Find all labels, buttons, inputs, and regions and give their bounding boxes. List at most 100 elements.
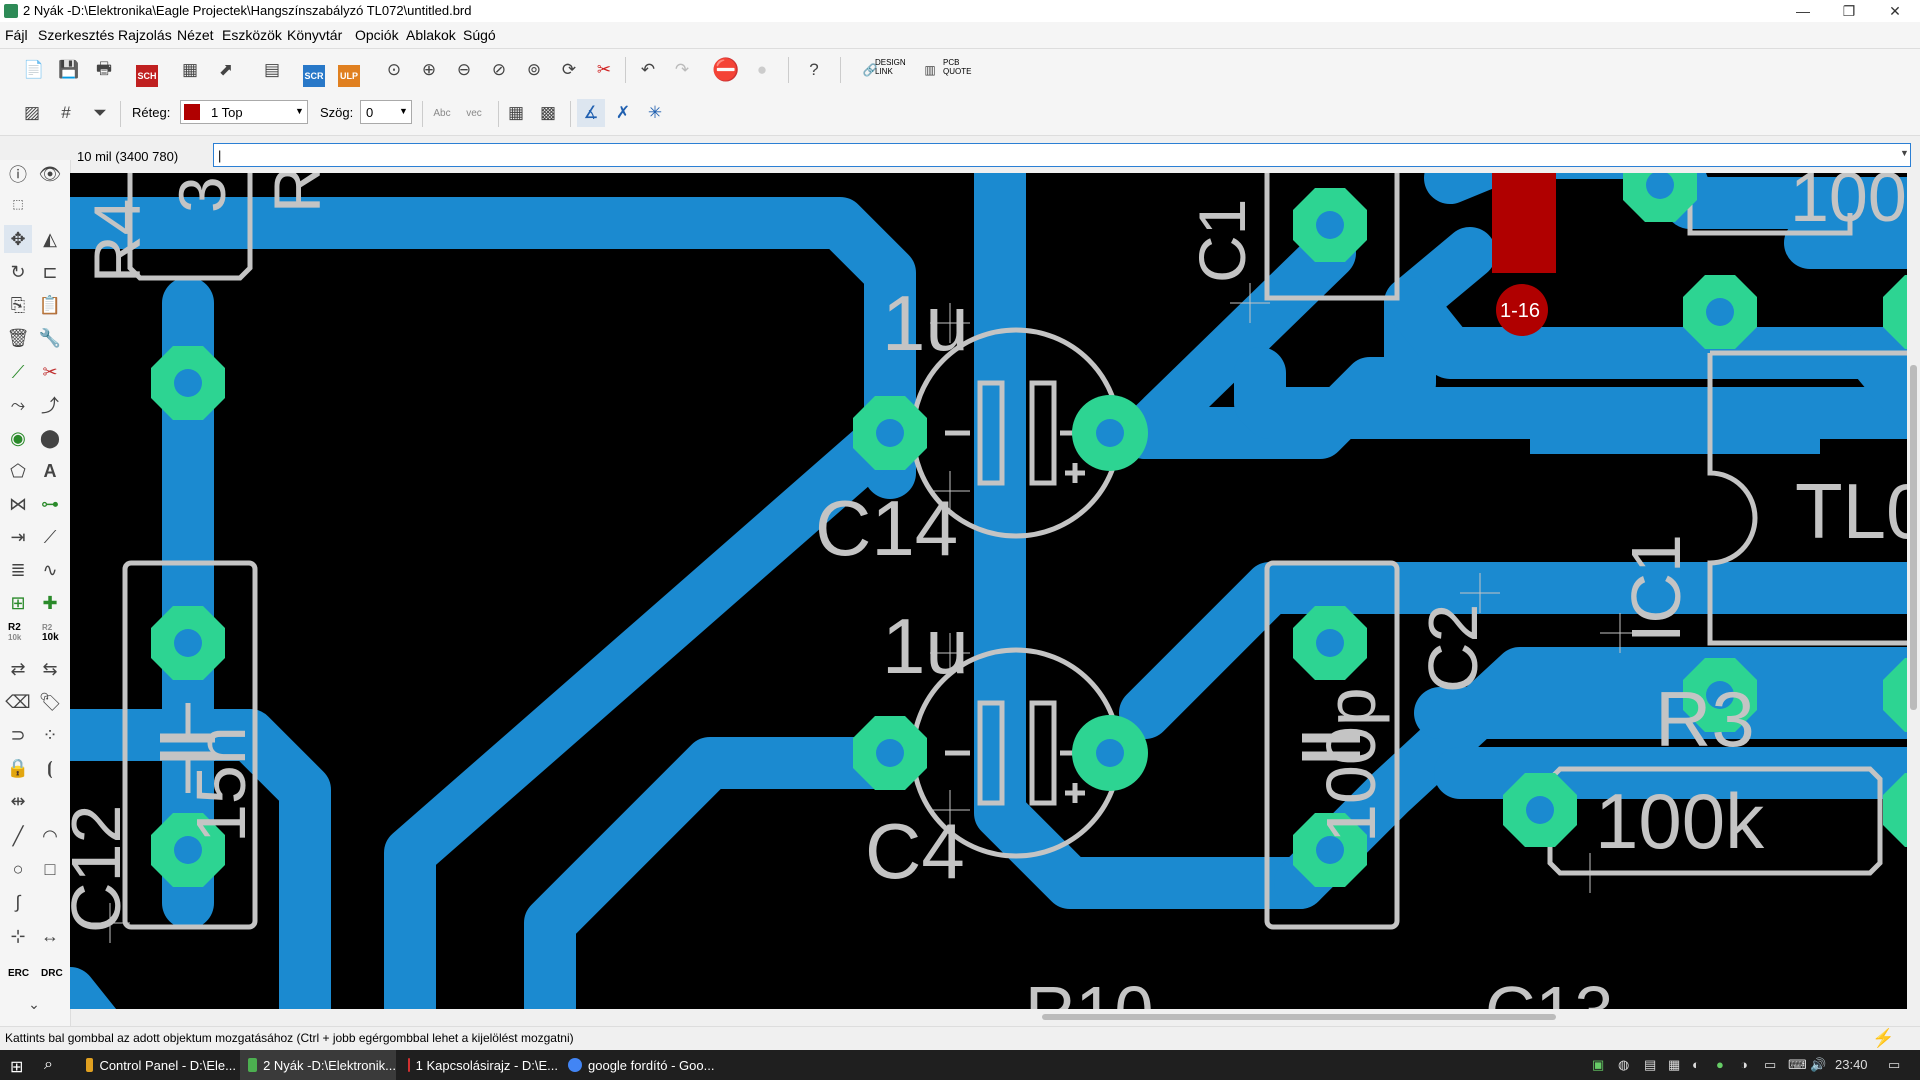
- menu-windows[interactable]: Ablakok: [406, 27, 456, 43]
- eraser-icon[interactable]: ⌫: [5, 691, 31, 712]
- save-icon[interactable]: 💾: [58, 60, 80, 79]
- menu-library[interactable]: Könyvtár: [287, 27, 343, 43]
- align-grid-icon[interactable]: ▦: [507, 103, 525, 122]
- new-icon[interactable]: 📄: [23, 60, 45, 79]
- polygon-icon[interactable]: ⬠: [10, 460, 26, 481]
- zoom-previous-icon[interactable]: ⊘: [491, 60, 507, 79]
- route-sparkle-icon[interactable]: ✳: [647, 103, 663, 122]
- vertical-scroll-thumb[interactable]: [1910, 365, 1917, 710]
- split-icon[interactable]: ⤳: [10, 394, 26, 415]
- ripup-icon[interactable]: ✂: [42, 361, 58, 382]
- menu-options[interactable]: Opciók: [355, 27, 399, 43]
- menu-tools[interactable]: Eszközök: [222, 27, 282, 43]
- schematic-button[interactable]: SCH: [136, 65, 158, 87]
- join-icon[interactable]: ⇹: [10, 790, 26, 811]
- print-icon[interactable]: 🖶: [95, 58, 113, 78]
- layer-select[interactable]: 1 Top ▼: [180, 100, 308, 124]
- dimension-icon[interactable]: ↔: [41, 925, 59, 946]
- design-link-icon[interactable]: 🔗: [862, 63, 878, 77]
- layers-icon[interactable]: ▤: [263, 60, 281, 79]
- select-box-icon[interactable]: ⬚: [12, 197, 24, 211]
- drc-button[interactable]: DRC: [41, 968, 63, 979]
- command-input[interactable]: [213, 143, 1911, 167]
- tray-app-icon[interactable]: ◍: [1618, 1057, 1630, 1072]
- wrench-icon[interactable]: 🔧: [38, 327, 62, 348]
- zoom-select-icon[interactable]: ⊚: [526, 60, 542, 79]
- display-layers-icon[interactable]: ▨: [23, 103, 41, 122]
- chevron-down-icon[interactable]: ▼: [1900, 148, 1909, 158]
- erc-button[interactable]: ERC: [8, 968, 30, 979]
- curve-icon[interactable]: ∫: [15, 891, 21, 912]
- menu-edit[interactable]: Szerkesztés: [38, 27, 115, 43]
- menu-view[interactable]: Nézet: [177, 27, 214, 43]
- tray-app-icon[interactable]: ●: [1716, 1057, 1724, 1072]
- hook-icon[interactable]: ⊃: [10, 724, 26, 745]
- network-icon[interactable]: ▭: [1764, 1057, 1777, 1072]
- board-canvas[interactable]: R4 3 R C1 1u C14 1u C4 C12 15n C2 100p R…: [70, 173, 1907, 1009]
- text-align-icon[interactable]: Abc: [433, 107, 451, 119]
- tray-app-icon[interactable]: ▣: [1592, 1057, 1605, 1072]
- mirror-icon[interactable]: ◭: [43, 228, 57, 249]
- zoom-in-icon[interactable]: ⊕: [421, 60, 437, 79]
- design-link-button[interactable]: DESIGN LINK: [875, 58, 906, 76]
- lines-icon[interactable]: ≣: [10, 559, 26, 580]
- text-vector-icon[interactable]: vec: [466, 107, 482, 119]
- horizontal-scroll-thumb[interactable]: [1042, 1014, 1556, 1020]
- clock[interactable]: 23:40: [1835, 1057, 1868, 1072]
- redraw-icon[interactable]: ⟳: [561, 60, 577, 79]
- taskbar-item-schematic[interactable]: 1 Kapcsolásirajz - D:\E...: [400, 1050, 558, 1080]
- stop-icon[interactable]: ⛔: [712, 57, 740, 82]
- bracket-icon[interactable]: ⦗: [47, 757, 53, 778]
- taskbar-item-board[interactable]: 2 Nyák -D:\Elektronik...: [240, 1050, 396, 1080]
- smash-icon[interactable]: ⇄: [10, 658, 26, 679]
- close-button[interactable]: ✕: [1889, 3, 1901, 19]
- volume-icon[interactable]: 🔊: [1810, 1057, 1827, 1072]
- expand-chevron-icon[interactable]: ⌄: [28, 995, 40, 1012]
- cam-icon[interactable]: ▦: [181, 60, 199, 79]
- route-off-icon[interactable]: ✗: [615, 103, 631, 122]
- change-icon[interactable]: ⇆: [42, 658, 58, 679]
- mark-icon[interactable]: ⊹: [10, 925, 26, 946]
- move-icon[interactable]: ✥: [4, 225, 32, 253]
- tray-app-icon[interactable]: ◑: [1740, 1057, 1748, 1072]
- hole-icon[interactable]: ⬤: [39, 427, 61, 448]
- undo-icon[interactable]: ↶: [640, 60, 656, 79]
- lightning-icon[interactable]: ⚡: [1872, 1028, 1895, 1048]
- text-tool-icon[interactable]: A: [43, 460, 57, 481]
- align-icon[interactable]: ⊏: [42, 261, 58, 282]
- tray-app-icon[interactable]: ▤: [1644, 1057, 1657, 1072]
- paste-icon[interactable]: 📋: [38, 294, 62, 315]
- pcb-quote-button[interactable]: PCB QUOTE: [943, 58, 971, 76]
- lock-icon[interactable]: 🔒: [6, 757, 30, 778]
- add-part-icon[interactable]: ⊞: [10, 592, 26, 613]
- taskbar-item-browser[interactable]: google fordító - Goo...: [560, 1050, 720, 1080]
- zoom-fit-icon[interactable]: ⊙: [386, 60, 402, 79]
- menu-draw[interactable]: Rajzolás: [118, 27, 172, 43]
- help-button[interactable]: ?: [809, 60, 819, 79]
- restore-button[interactable]: ❐: [1842, 3, 1856, 19]
- via-icon[interactable]: ◉: [10, 427, 26, 448]
- circle-icon[interactable]: ○: [12, 858, 24, 879]
- group-icon[interactable]: ⁘: [42, 724, 58, 745]
- filter-icon[interactable]: ⏷: [93, 103, 107, 122]
- script-button[interactable]: SCR: [303, 65, 325, 87]
- tray-app-icon[interactable]: ◐: [1692, 1057, 1700, 1072]
- grid-icon[interactable]: #: [61, 103, 71, 122]
- snap-grid-icon[interactable]: ▩: [539, 103, 557, 122]
- slice-icon[interactable]: ⟋: [43, 526, 57, 547]
- angle-select[interactable]: 0 ▼: [360, 100, 412, 124]
- go-icon[interactable]: ●: [756, 60, 768, 79]
- value-tool-button[interactable]: R2 10k: [42, 623, 59, 643]
- copy-icon[interactable]: ⎘: [10, 294, 26, 315]
- arc-icon[interactable]: ◠: [42, 825, 58, 846]
- ulp-button[interactable]: ULP: [338, 65, 360, 87]
- menu-file[interactable]: Fájl: [5, 27, 28, 43]
- add-icon[interactable]: ✚: [42, 592, 58, 613]
- signal-icon[interactable]: ⊶: [41, 493, 59, 514]
- keyboard-icon[interactable]: ⌨: [1788, 1057, 1807, 1072]
- menu-help[interactable]: Súgó: [463, 27, 496, 43]
- info-icon[interactable]: ⓘ: [9, 165, 27, 185]
- show-eye-icon[interactable]: 👁: [38, 163, 62, 184]
- rotate-icon[interactable]: ↻: [10, 261, 26, 282]
- tray-app-icon[interactable]: ▦: [1668, 1057, 1681, 1072]
